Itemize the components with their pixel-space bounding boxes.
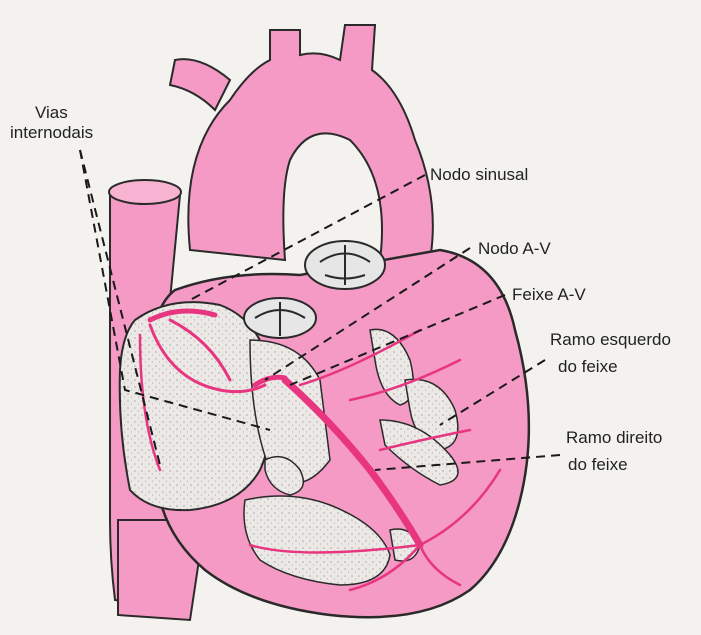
label-vias-line1: Vias	[35, 103, 68, 122]
label-ramo-direito-line1: Ramo direito	[566, 428, 662, 447]
label-nodo-av: Nodo A-V	[478, 239, 551, 258]
label-nodo-sinusal: Nodo sinusal	[430, 165, 528, 184]
label-ramo-direito-line2: do feixe	[568, 455, 628, 474]
aorta	[188, 25, 433, 260]
left-artery-branch	[170, 59, 230, 110]
right-atrium-chamber	[120, 302, 273, 510]
label-ramo-esquerdo-line2: do feixe	[558, 357, 618, 376]
label-vias-line2: internodais	[10, 123, 93, 142]
label-feixe-av: Feixe A-V	[512, 285, 586, 304]
label-ramo-esquerdo-line1: Ramo esquerdo	[550, 330, 671, 349]
vena-cava-opening	[109, 180, 181, 204]
